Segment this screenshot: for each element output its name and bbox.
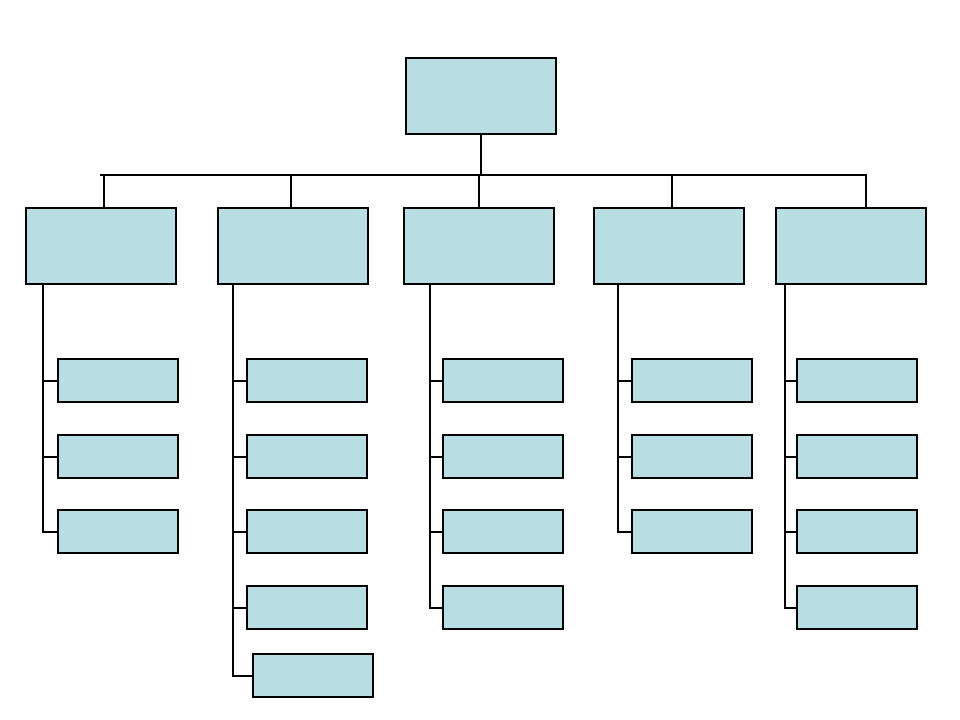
branch-4-spine-connector	[617, 285, 619, 532]
branch-2-child-node-4[interactable]	[246, 585, 368, 630]
branch-3-child-3-stub-connector	[429, 530, 442, 533]
department-node-1[interactable]	[25, 207, 177, 285]
branch-4-child-node-1[interactable]	[631, 358, 753, 403]
branch-5-child-1-stub-connector	[784, 379, 796, 382]
branch-1-spine-connector	[42, 285, 44, 532]
branch-3-child-1-stub-connector	[429, 379, 442, 382]
branch-3-spine-connector	[429, 285, 431, 608]
branch-2-child-2-stub-connector	[232, 455, 246, 458]
branch-3-child-node-3[interactable]	[442, 509, 564, 554]
branch-2-child-1-stub-connector	[232, 379, 246, 382]
department-node-2[interactable]	[217, 207, 369, 285]
branch-4-child-3-stub-connector	[617, 530, 631, 533]
branch-5-spine-connector	[784, 285, 786, 608]
branch-5-child-node-1[interactable]	[796, 358, 918, 403]
horizontal-bus-connector	[100, 174, 866, 176]
branch-2-child-node-2[interactable]	[246, 434, 368, 479]
department-node-5[interactable]	[775, 207, 927, 285]
branch-4-drop-connector	[671, 174, 673, 207]
branch-3-child-node-2[interactable]	[442, 434, 564, 479]
branch-1-child-node-1[interactable]	[57, 358, 179, 403]
branch-3-child-2-stub-connector	[429, 455, 442, 458]
branch-2-child-node-1[interactable]	[246, 358, 368, 403]
branch-1-child-node-2[interactable]	[57, 434, 179, 479]
branch-4-child-node-2[interactable]	[631, 434, 753, 479]
branch-5-drop-connector	[865, 174, 867, 207]
department-node-4[interactable]	[593, 207, 745, 285]
branch-1-child-node-3[interactable]	[57, 509, 179, 554]
branch-1-drop-connector	[103, 174, 105, 207]
branch-3-child-node-4[interactable]	[442, 585, 564, 630]
branch-4-child-node-3[interactable]	[631, 509, 753, 554]
root-stem-connector	[480, 135, 482, 174]
branch-1-child-2-stub-connector	[42, 455, 57, 458]
branch-2-spine-connector	[232, 285, 234, 676]
branch-5-child-node-2[interactable]	[796, 434, 918, 479]
department-node-3[interactable]	[403, 207, 555, 285]
branch-2-child-node-5[interactable]	[252, 653, 374, 698]
branch-3-child-node-1[interactable]	[442, 358, 564, 403]
branch-5-child-node-3[interactable]	[796, 509, 918, 554]
branch-1-child-1-stub-connector	[42, 379, 57, 382]
branch-2-drop-connector	[290, 174, 292, 207]
branch-3-drop-connector	[478, 174, 480, 207]
branch-3-child-4-stub-connector	[429, 606, 442, 609]
root-node[interactable]	[405, 57, 557, 135]
branch-4-child-2-stub-connector	[617, 455, 631, 458]
branch-5-child-node-4[interactable]	[796, 585, 918, 630]
branch-2-child-node-3[interactable]	[246, 509, 368, 554]
branch-5-child-3-stub-connector	[784, 530, 796, 533]
branch-2-child-4-stub-connector	[232, 606, 246, 609]
branch-2-child-3-stub-connector	[232, 530, 246, 533]
branch-5-child-2-stub-connector	[784, 455, 796, 458]
branch-4-child-1-stub-connector	[617, 379, 631, 382]
branch-1-child-3-stub-connector	[42, 530, 57, 533]
branch-5-child-4-stub-connector	[784, 606, 796, 609]
branch-2-child-5-stub-connector	[232, 674, 252, 677]
